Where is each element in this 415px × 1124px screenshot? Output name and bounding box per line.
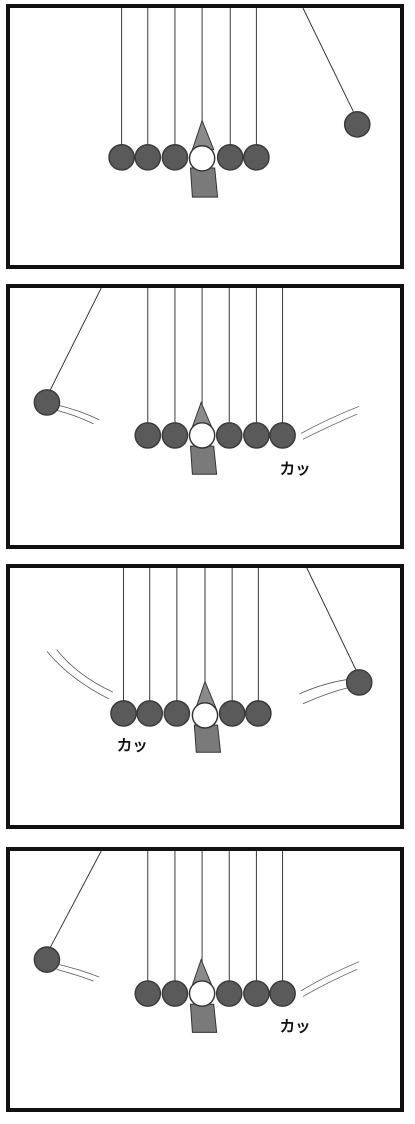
ball: [245, 700, 272, 727]
ball: [343, 111, 371, 138]
ball: [216, 144, 244, 171]
ball: [269, 422, 296, 449]
ball: [243, 980, 270, 1007]
ball: [215, 422, 243, 449]
ball: [33, 946, 61, 973]
ball: [161, 422, 189, 449]
sfx-text: カッ: [117, 736, 148, 754]
ball: [269, 980, 296, 1007]
ball: [218, 700, 246, 727]
gnome-face: [188, 980, 216, 1007]
panel-2-art: カッ: [33, 288, 360, 478]
comic-panel-4: カッ: [6, 847, 404, 1112]
panel-1-art: [108, 8, 371, 198]
ball: [108, 144, 135, 171]
comic-panel-2: カッ: [6, 284, 404, 549]
ball: [110, 700, 137, 727]
gnome-face: [188, 422, 216, 449]
ball: [345, 669, 373, 696]
sfx-text: カッ: [280, 1017, 311, 1035]
ball: [134, 980, 162, 1007]
gnome-face: [188, 144, 216, 172]
panel-4-art: カッ: [33, 851, 360, 1035]
ball: [215, 980, 243, 1007]
sfx-text: カッ: [280, 460, 311, 478]
ball: [33, 389, 61, 416]
comic-panel-1: [6, 4, 404, 269]
ball: [161, 144, 189, 171]
comic-panel-3: カッ: [6, 564, 404, 829]
ball: [136, 700, 164, 727]
ball: [243, 422, 270, 449]
panel-3-art: カッ: [46, 568, 373, 754]
gnome-face: [191, 702, 219, 729]
ball: [134, 422, 162, 449]
ball: [243, 144, 270, 171]
ball: [161, 980, 189, 1007]
ball: [163, 700, 191, 727]
ball: [134, 144, 162, 171]
